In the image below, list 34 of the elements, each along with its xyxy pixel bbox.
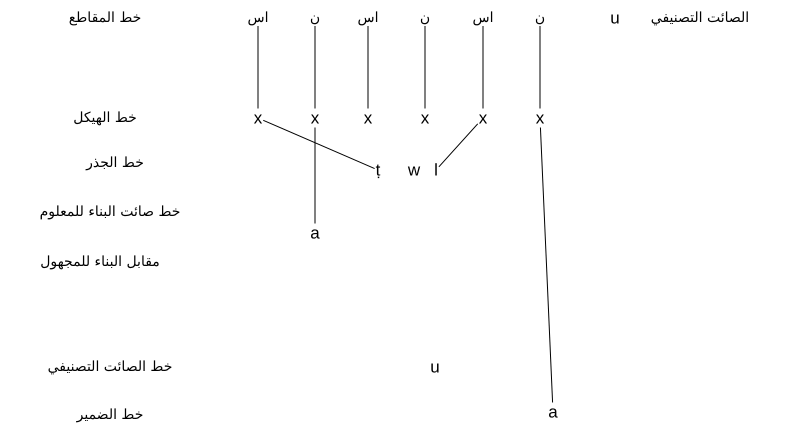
connector-line [438,123,478,168]
skeleton-slot: x [478,108,488,128]
connector-line [314,26,316,109]
skeleton-slot: x [420,108,430,128]
tier-label: مقابل البناء للمجهول [39,254,161,270]
tier-label: خط المقاطع [68,10,142,26]
segment-letter: w [406,160,422,180]
syllable-label: ن [534,10,546,26]
skeleton-slot: x [362,108,374,128]
segment-letter: l [433,160,439,180]
vowel-letter: u [429,358,441,376]
tier-label: خط الضمير [76,407,144,423]
skeleton-slot: x [310,108,320,128]
syllable-label: ن [308,10,322,26]
skeleton-slot: x [534,108,546,128]
tier-label: خط الصائت التصنيفي [46,359,174,375]
syllable-label: اس [356,10,380,26]
syllable-label: اس [472,10,494,26]
connector-line [424,26,426,109]
segment-letter: ṭ [374,160,382,180]
connector-line [314,127,316,224]
segment-letter: a [309,224,321,242]
skeleton-slot: x [252,108,264,128]
tier-label: الصائت التصنيفي [650,10,750,26]
segment-letter: a [547,402,559,422]
vowel-letter: u [609,8,621,28]
tier-label: خط الهيكل [72,110,138,126]
syllable-label: اس [246,10,270,26]
tier-label: خط الجذر [85,155,145,171]
syllable-label: ن [418,10,432,26]
connector-line [540,127,554,403]
connector-line [482,26,484,109]
connector-line [262,120,376,170]
tier-label: خط صائت البناء للمعلوم [38,204,182,220]
